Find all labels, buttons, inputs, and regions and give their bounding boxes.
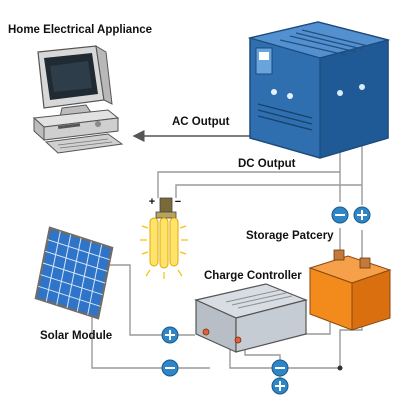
solar-module-label: Solar Module: [40, 330, 113, 342]
bulb-minus-sign: −: [175, 196, 181, 208]
ac-output-label: AC Output: [172, 116, 230, 128]
inverter-unit: [247, 21, 391, 159]
plus-terminal-icon: [353, 206, 371, 224]
battery-unit: [308, 249, 392, 331]
minus-terminal-icon: [161, 359, 179, 377]
minus-terminal-icon: [331, 206, 349, 224]
charge-controller-label: Charge Controller: [204, 270, 302, 282]
plus-terminal-icon: [271, 377, 289, 395]
charge-controller-unit: [194, 283, 308, 353]
storage-battery-label: Storage Patcery: [246, 230, 334, 242]
plus-terminal-icon: [161, 326, 179, 344]
solar-panel-icon: [34, 226, 114, 320]
computer-icon: [32, 45, 124, 154]
wire-junction-dot: [337, 365, 343, 371]
minus-terminal-icon: [271, 359, 289, 377]
home-appliance-label: Home Electrical Appliance: [8, 24, 153, 36]
bulb-icon: [140, 197, 188, 279]
bulb-plus-sign: +: [149, 196, 155, 208]
dc-output-label: DC Output: [238, 158, 296, 170]
